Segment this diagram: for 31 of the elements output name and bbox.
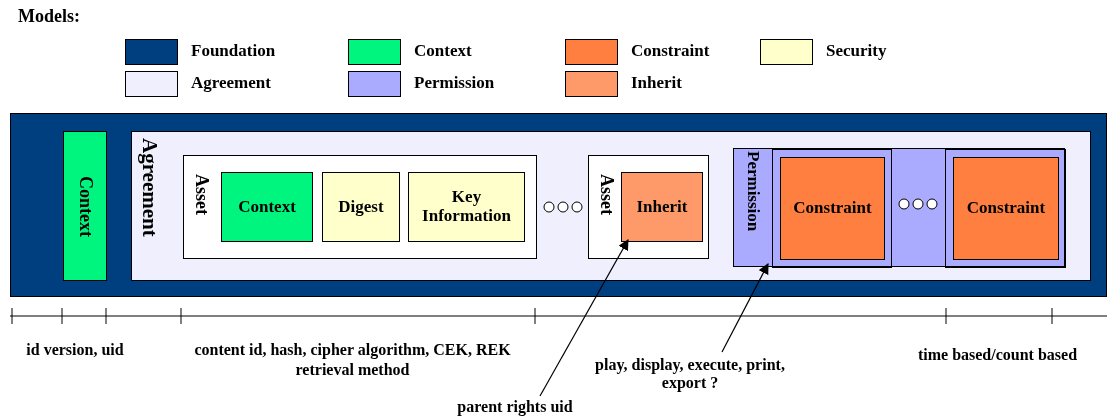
group-title: Asset <box>190 174 213 217</box>
group-title: Permission <box>743 151 764 234</box>
legend-label: Constraint <box>631 41 710 61</box>
annotation-text: content id, hash, cipher algorithm, CEK, REK retrieval method <box>193 340 512 380</box>
asset-box <box>183 155 537 259</box>
foundation-panel <box>10 113 1107 297</box>
annotation-text: time based/count based <box>916 345 1079 365</box>
group-title: Agreement <box>136 138 163 239</box>
leader-text: parent rights uid <box>430 396 600 418</box>
inherit-box: Inherit <box>621 172 703 242</box>
group-title: Asset <box>595 174 618 217</box>
legend-label: Inherit <box>631 73 682 93</box>
legend-label: Permission <box>414 73 495 93</box>
asset-box <box>588 155 709 259</box>
permission-panel <box>733 148 1065 267</box>
context-box: Context <box>221 172 313 242</box>
constraint-box: Constraint <box>953 157 1059 260</box>
leader-text: play, display, execute, print, export ? <box>595 352 785 396</box>
leader-arrow <box>539 239 629 397</box>
legend-title: Models: <box>18 6 80 27</box>
leader-arrow <box>721 263 769 353</box>
legend-label: Agreement <box>191 73 271 93</box>
legend-label: Security <box>826 41 887 61</box>
agreement-panel <box>131 131 1091 281</box>
legend-label: Foundation <box>191 41 276 61</box>
key-information-box: Key Information <box>408 172 525 242</box>
context-box: Context <box>63 131 107 281</box>
legend-label: Context <box>414 41 472 61</box>
annotation-text: id version, uid <box>25 340 125 360</box>
digest-box: Digest <box>322 172 400 242</box>
constraint-box: Constraint <box>780 157 885 260</box>
